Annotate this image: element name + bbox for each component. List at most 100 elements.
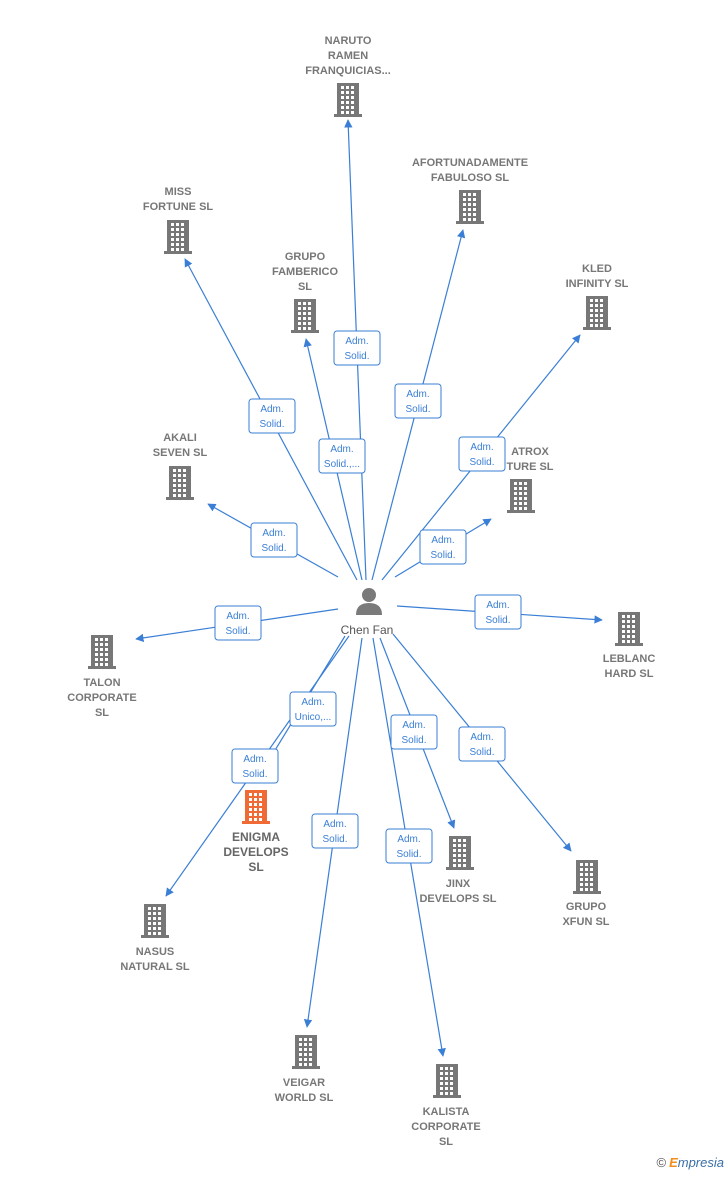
role-badge-box	[289, 691, 337, 727]
building-icon[interactable]	[583, 296, 611, 330]
building-base	[446, 867, 474, 870]
building-window	[148, 907, 151, 910]
building-window	[95, 648, 98, 651]
building-window	[148, 917, 151, 920]
building-icon[interactable]	[507, 479, 535, 513]
building-base	[433, 1095, 461, 1098]
role-badge-xfun[interactable]: Adm.Solid.	[458, 726, 506, 762]
building-window	[514, 502, 517, 505]
role-badge-veigar[interactable]: Adm.Solid.	[311, 813, 359, 849]
building-window	[173, 469, 176, 472]
building-window	[622, 640, 625, 643]
building-window	[299, 1043, 302, 1046]
building-window	[308, 307, 311, 310]
building-window	[178, 494, 181, 497]
company-label: FORTUNE SL	[143, 201, 214, 213]
building-window	[308, 317, 311, 320]
role-badge-famberico[interactable]: Adm.Solid.,...	[318, 438, 366, 474]
role-badge-atrox[interactable]: Adm.Solid.	[419, 529, 467, 565]
building-window	[514, 482, 517, 485]
company-node-naruto[interactable]: NARUTORAMENFRANQUICIAS...	[305, 35, 391, 117]
role-badge-jinx[interactable]: Adm.Solid.	[390, 714, 438, 750]
building-icon[interactable]	[292, 1035, 320, 1069]
person-node[interactable]: Chen Fan	[341, 588, 394, 637]
company-label: NASUS	[136, 946, 175, 958]
building-icon[interactable]	[164, 220, 192, 254]
building-window	[445, 1082, 448, 1085]
building-window	[450, 1077, 453, 1080]
role-text: Adm.	[345, 336, 368, 347]
building-window	[95, 658, 98, 661]
building-window	[580, 888, 583, 891]
building-window	[308, 312, 311, 315]
building-window	[473, 213, 476, 216]
building-window	[308, 322, 311, 325]
building-icon[interactable]	[433, 1064, 461, 1098]
building-icon[interactable]	[291, 299, 319, 333]
building-icon[interactable]	[141, 904, 169, 938]
role-badge-nasus[interactable]: Adm.Solid.	[231, 748, 279, 784]
building-window	[153, 932, 156, 935]
building-window	[440, 1067, 443, 1070]
building-icon[interactable]	[615, 612, 643, 646]
building-window	[453, 839, 456, 842]
building-window	[458, 844, 461, 847]
role-badge-leblanc[interactable]: Adm.Solid.	[474, 594, 522, 630]
building-window	[299, 1048, 302, 1051]
role-badge-enigma[interactable]: Adm.Unico,...	[289, 691, 337, 727]
role-badge-kled[interactable]: Adm.Solid.	[458, 436, 506, 472]
building-window	[445, 1087, 448, 1090]
building-icon[interactable]	[88, 635, 116, 669]
role-badge-afortunadamente[interactable]: Adm. Solid.	[394, 383, 442, 419]
building-icon[interactable]	[166, 466, 194, 500]
building-window	[303, 312, 306, 315]
building-icon[interactable]	[334, 83, 362, 117]
role-badge-kalista[interactable]: Adm.Solid.	[385, 828, 433, 864]
building-window	[524, 487, 527, 490]
building-window	[173, 489, 176, 492]
role-text: Solid.	[469, 747, 494, 758]
role-text: Solid.	[405, 404, 430, 415]
building-window	[473, 193, 476, 196]
building-window	[309, 1043, 312, 1046]
building-window	[341, 111, 344, 114]
building-icon[interactable]	[456, 190, 484, 224]
building-icon[interactable]	[242, 790, 270, 824]
role-text: Adm.	[406, 389, 429, 400]
company-label: AKALI	[163, 432, 197, 444]
role-badge-box	[458, 726, 506, 762]
building-window	[298, 302, 301, 305]
role-badge-talon[interactable]: Adm.Solid.	[214, 605, 262, 641]
building-icon[interactable]	[573, 860, 601, 894]
role-text: Adm.	[470, 442, 493, 453]
role-badge-naruto[interactable]: Adm.Solid.	[333, 330, 381, 366]
building-window	[299, 1058, 302, 1061]
building-icon[interactable]	[446, 836, 474, 870]
role-badge-box	[250, 522, 298, 558]
building-window	[463, 854, 466, 857]
building-window	[627, 620, 630, 623]
building-window	[183, 479, 186, 482]
role-badge-box	[458, 436, 506, 472]
role-text: Adm.	[262, 528, 285, 539]
role-badge-miss[interactable]: Adm.Solid.	[248, 398, 296, 434]
role-badge-akali[interactable]: Adm.Solid.	[250, 522, 298, 558]
building-window	[299, 1063, 302, 1066]
building-window	[181, 238, 184, 241]
building-window	[346, 86, 349, 89]
building-window	[632, 615, 635, 618]
